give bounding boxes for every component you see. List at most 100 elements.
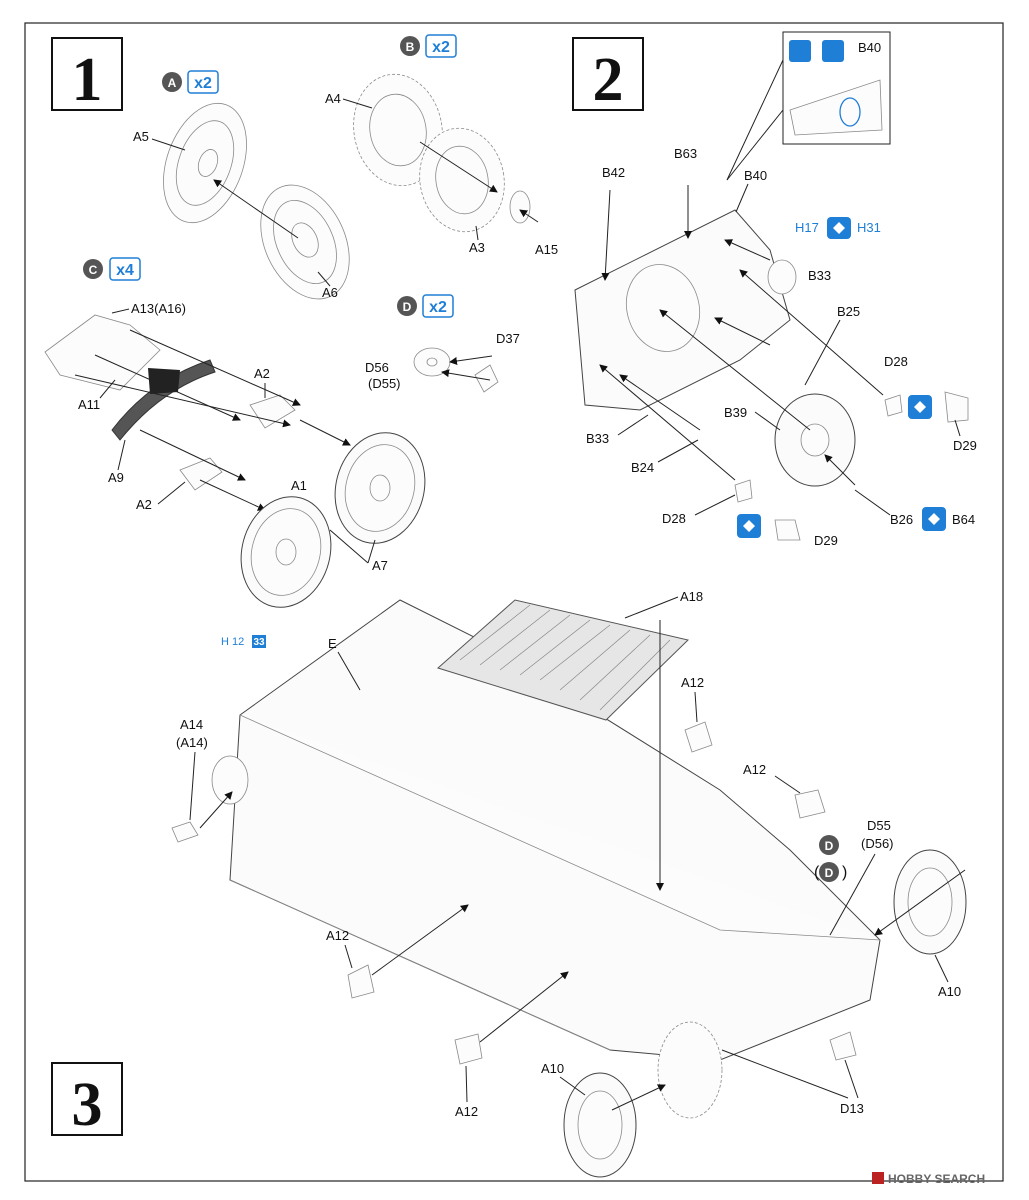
part-label-b40: B40: [744, 168, 767, 183]
part-a12-right: [794, 789, 826, 819]
part-label-a2-top: A2: [254, 366, 270, 381]
group-c-letter: C: [89, 263, 98, 277]
rear-fitting: [211, 755, 249, 805]
part-label-a14: A14: [180, 717, 203, 732]
group-badge-c: C x4: [83, 257, 141, 281]
part-d29-bottom: [774, 519, 801, 541]
page-frame: [24, 22, 1004, 1182]
part-label-d56: D56: [365, 360, 389, 375]
bulkhead-plate: [574, 209, 791, 411]
step-2-box: [572, 37, 644, 111]
part-label-a14-paren: (A14): [176, 735, 208, 750]
swap-icon-d28: [908, 395, 932, 419]
d-mark-bottom: D: [825, 866, 834, 880]
part-label-a3: A3: [469, 240, 485, 255]
group-d-qty: x2: [429, 299, 447, 316]
group-d-letter: D: [403, 300, 412, 314]
d-mark-top: D: [825, 839, 834, 853]
d-mark-paren-open: (: [814, 864, 820, 881]
part-a12-left: [347, 964, 375, 999]
watermark-logo-icon: [872, 1172, 884, 1184]
hull-e: [229, 599, 881, 1061]
part-label-d56: (D56): [861, 836, 894, 851]
part-label-d29-right: D29: [953, 438, 977, 453]
part-label-a4: A4: [325, 91, 341, 106]
part-d29-right: [944, 391, 969, 423]
step-2-number: 2: [593, 46, 624, 114]
part-b25: [767, 259, 797, 295]
part-label-a12-top: A12: [681, 675, 704, 690]
part-label-a2-bottom: A2: [136, 497, 152, 512]
part-label-d55: D55: [867, 818, 891, 833]
part-d28-bottom: [734, 479, 753, 503]
part-d28-right: [884, 394, 903, 417]
part-label-a11: A11: [78, 397, 100, 412]
sprocket-mount: [657, 1021, 723, 1119]
part-label-d37: D37: [496, 331, 520, 346]
part-label-a12-bottom: A12: [455, 1104, 478, 1119]
drive-hub-b39: [774, 393, 856, 487]
swap-icon-b26: [922, 507, 946, 531]
detail-callout: B40: [726, 31, 891, 181]
idler-d: [413, 347, 499, 393]
part-label-b42: B42: [602, 165, 625, 180]
part-label-a6: A6: [322, 285, 338, 300]
part-d13: [829, 1031, 857, 1061]
part-label-a13: A13(A16): [131, 301, 186, 316]
step-1-box: [51, 37, 123, 111]
callout-label-b40: B40: [858, 40, 881, 55]
d-mark-paren-close: ): [842, 864, 847, 881]
group-b-letter: B: [406, 40, 415, 54]
part-label-e: E: [328, 636, 337, 651]
part-label-a7: A7: [372, 558, 388, 573]
group-b-qty: x2: [432, 39, 450, 56]
part-label-b63: B63: [674, 146, 697, 161]
step-1: 1 A x2 B x2 C x4 D x2: [44, 34, 558, 648]
paint-code: H 12: [221, 636, 244, 648]
road-wheel-a5: [163, 102, 247, 224]
alt-right-label: H31: [857, 220, 881, 235]
part-label-b24: B24: [631, 460, 654, 475]
road-wheel-a6: [260, 184, 350, 300]
part-a14: [171, 821, 199, 843]
glue-icon: [789, 40, 811, 62]
mesh-grille-a18: [437, 599, 690, 721]
part-label-d29-bottom: D29: [814, 533, 838, 548]
part-label-a1: A1: [291, 478, 307, 493]
swap-icon-d29: [737, 514, 761, 538]
hub-cap-a15: [509, 190, 531, 224]
part-label-b25: B25: [837, 304, 860, 319]
part-label-a10-right: A10: [938, 984, 961, 999]
sprocket-a3: [419, 127, 505, 233]
step-3-box: [51, 1062, 123, 1136]
alt-part-h17-h31: H17 H31: [795, 217, 881, 239]
step-1-number: 1: [72, 46, 103, 114]
idler-wheel-a10-left: [563, 1072, 637, 1178]
part-label-b33-top: B33: [808, 268, 831, 283]
group-badge-d: D x2: [397, 294, 454, 318]
idler-wheel-a10-right: [893, 849, 967, 955]
watermark-text: HOBBY SEARCH: [888, 1172, 985, 1186]
part-label-a18: A18: [680, 589, 703, 604]
step-2: 2 B40: [572, 31, 977, 548]
file-icon: [822, 40, 844, 62]
part-label-b39: B39: [724, 405, 747, 420]
part-a12-bottom: [454, 1033, 483, 1065]
part-label-b64: B64: [952, 512, 975, 527]
part-label-a15: A15: [535, 242, 558, 257]
part-label-d28-right: D28: [884, 354, 908, 369]
watermark: HOBBY SEARCH: [872, 1172, 985, 1186]
part-label-d55: (D55): [368, 376, 401, 391]
paint-reference: H 12 33: [221, 635, 266, 648]
part-label-b33-bottom: B33: [586, 431, 609, 446]
step-3-number: 3: [72, 1071, 103, 1139]
road-wheel-a7-rear: [334, 432, 426, 544]
part-label-d13: D13: [840, 1101, 864, 1116]
paint-number: 33: [253, 637, 265, 648]
part-label-b26: B26: [890, 512, 913, 527]
part-a12-top: [684, 721, 713, 753]
group-a-qty: x2: [194, 75, 212, 92]
step-3: 3: [51, 589, 967, 1178]
part-label-a10-left: A10: [541, 1061, 564, 1076]
